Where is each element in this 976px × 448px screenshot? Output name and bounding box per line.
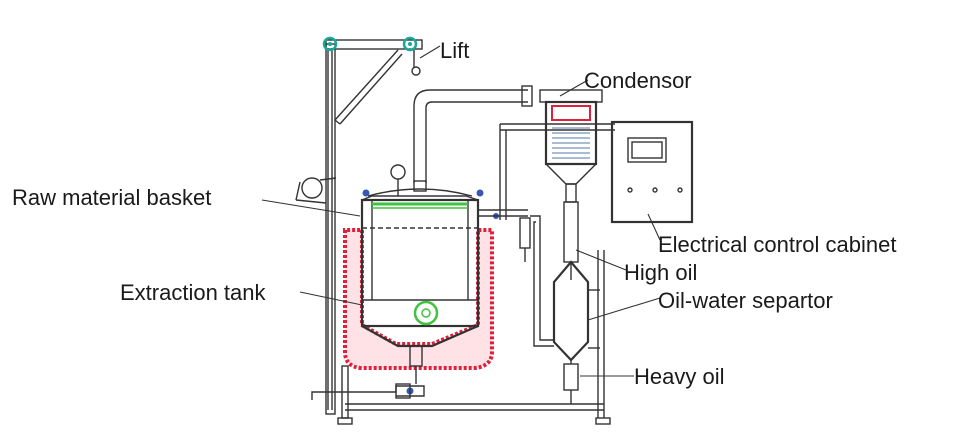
sight-glass-icon bbox=[413, 300, 439, 326]
raw-material-basket-top bbox=[372, 202, 468, 209]
extraction-tank bbox=[360, 180, 480, 367]
label-condensor: Condensor bbox=[559, 68, 692, 97]
label-electrical-control-cabinet-text: Electrical control cabinet bbox=[658, 232, 896, 257]
label-lift-text: Lift bbox=[440, 38, 469, 63]
pressure-gauge-icon bbox=[390, 164, 406, 196]
condenser-coil-icon bbox=[552, 127, 590, 159]
heating-jacket bbox=[343, 228, 494, 370]
label-extraction-tank-text: Extraction tank bbox=[120, 280, 267, 305]
label-raw-material-basket-text: Raw material basket bbox=[12, 185, 211, 210]
label-heavy-oil-text: Heavy oil bbox=[634, 364, 724, 389]
label-raw-material-basket: Raw material basket bbox=[12, 185, 361, 217]
oil-water-separator bbox=[552, 260, 600, 404]
label-oil-water-separator: Oil-water separtor bbox=[587, 288, 833, 321]
condenser bbox=[539, 89, 603, 203]
drain-pipe bbox=[311, 366, 425, 400]
electrical-control-cabinet bbox=[610, 120, 694, 224]
label-high-oil-text: High oil bbox=[624, 260, 697, 285]
label-extraction-tank: Extraction tank bbox=[120, 280, 363, 306]
label-electrical-control-cabinet: Electrical control cabinet bbox=[647, 213, 896, 257]
side-piping bbox=[478, 201, 579, 347]
pulley-icon bbox=[322, 36, 418, 52]
label-heavy-oil: Heavy oil bbox=[580, 364, 724, 389]
vapor-pipe bbox=[413, 85, 533, 183]
hand-crank-icon bbox=[295, 177, 337, 204]
support-frame bbox=[337, 123, 615, 425]
label-high-oil: High oil bbox=[575, 249, 697, 285]
label-oil-water-separator-text: Oil-water separtor bbox=[658, 288, 833, 313]
label-lift: Lift bbox=[419, 38, 469, 63]
label-condensor-text: Condensor bbox=[584, 68, 692, 93]
